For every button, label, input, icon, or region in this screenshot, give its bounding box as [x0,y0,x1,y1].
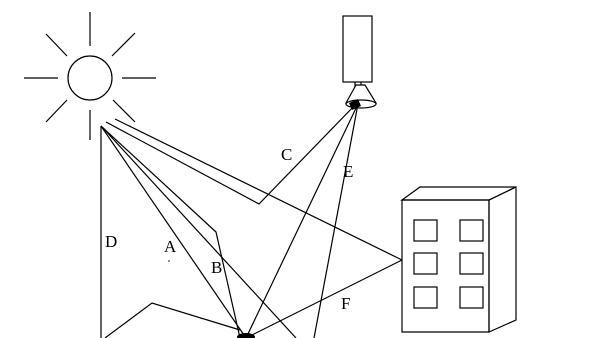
ground-target [237,333,255,338]
sensor-body [342,15,373,83]
path-e-line [245,103,359,338]
building-windows [413,219,484,309]
label-a: A [164,237,177,256]
path-a-line [100,125,247,338]
satellite-sensor-icon [342,15,378,110]
path-sun-building [114,118,403,261]
label-b: B [211,258,222,277]
path-e2-line [313,103,359,338]
building-icon [400,186,517,333]
path-b-line [100,125,241,338]
sun-rays [24,12,156,140]
path-c-line [105,103,357,205]
sun-icon [24,12,156,140]
label-c: C [281,145,292,164]
path-sun-ground [102,127,297,338]
sun-disk [67,55,113,101]
radiation-paths [100,103,403,338]
path-labels: A B C D E F [105,145,353,313]
ground-profile [104,302,241,338]
label-a-dot [168,260,170,262]
path-f-line [245,259,403,338]
label-d: D [105,232,117,251]
label-f: F [341,294,350,313]
label-e: E [343,162,353,181]
